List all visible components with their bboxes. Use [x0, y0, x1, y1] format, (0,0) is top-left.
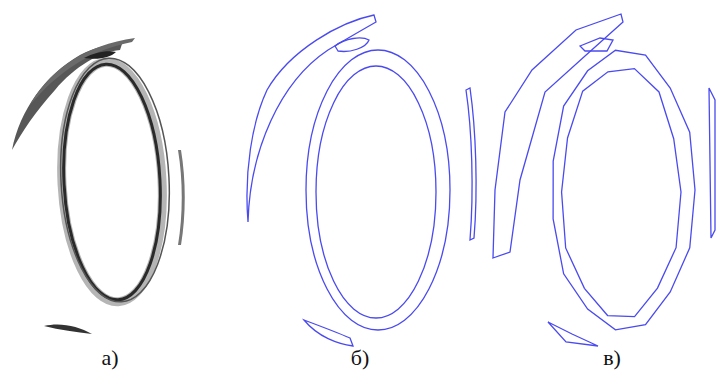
panel-label: а): [101, 345, 118, 371]
panel-label: б): [351, 345, 370, 371]
panel-label: в): [603, 345, 621, 371]
sketch-zero: [12, 38, 185, 334]
polygon-zero: [493, 14, 715, 346]
outer-polygon: [553, 50, 695, 330]
inner-polygon: [562, 69, 681, 317]
contour-zero: [247, 15, 476, 346]
